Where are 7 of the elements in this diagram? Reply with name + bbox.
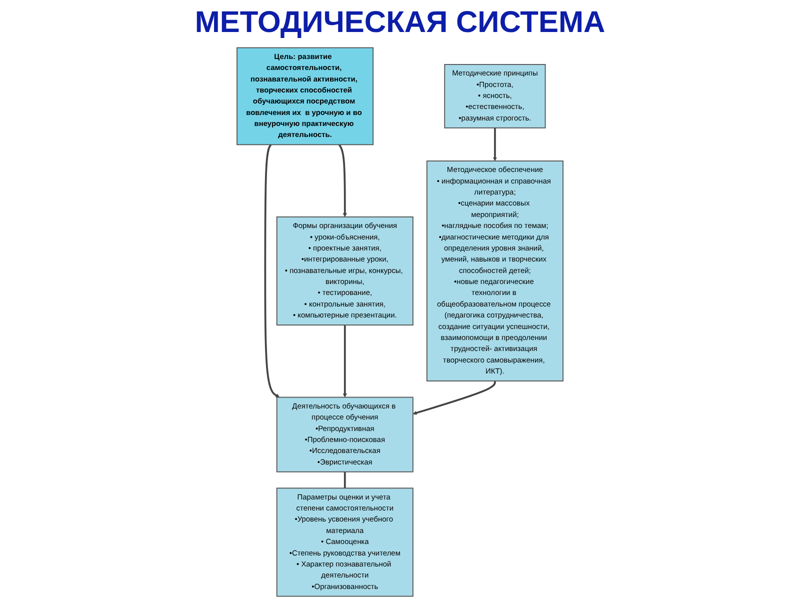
arrow xyxy=(342,325,347,398)
arrow xyxy=(264,144,280,398)
arrow xyxy=(492,128,497,162)
arrow xyxy=(338,144,347,218)
arrow xyxy=(412,380,496,415)
diagram-title: МЕТОДИЧЕСКАЯ СИСТЕМА xyxy=(194,6,606,40)
connector xyxy=(344,472,346,488)
